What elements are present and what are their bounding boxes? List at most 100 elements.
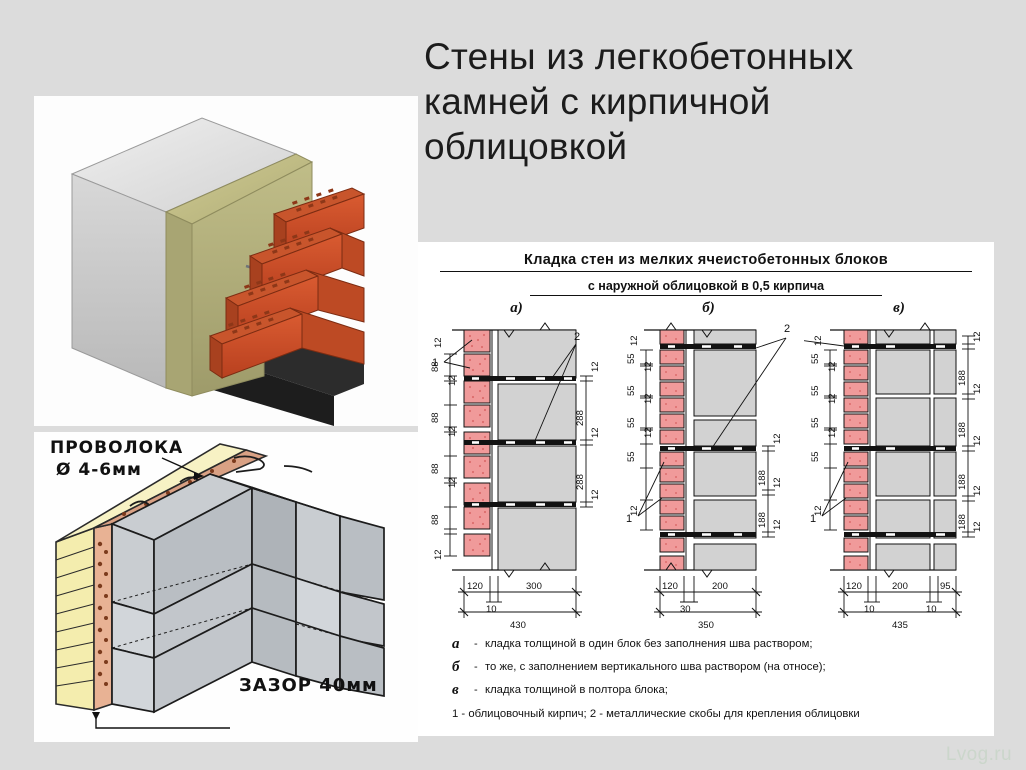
callout-b-tie-label: 2 [784, 323, 790, 335]
wire-label-line-1: ПРОВОЛОКА [50, 438, 184, 458]
figure-a-block-column [491, 329, 577, 571]
dim-c-left-2: 55 [810, 353, 821, 364]
page-title-line-2: камней с кирпичной [424, 81, 771, 123]
brick-perforations [228, 188, 338, 334]
dim-b-left-2: 55 [626, 353, 637, 364]
figure-a-caption: а) [510, 300, 523, 316]
dim-a-right-4: 288 [575, 474, 586, 490]
legend-row: а - кладка толщиной в один блок без запо… [452, 636, 982, 653]
dim-a-bottom-1: 120 [467, 581, 483, 592]
figure-a-bottom-dimensions [458, 576, 582, 618]
dim-c-right-7: 12 [972, 485, 983, 496]
dim-c-right-8: 188 [957, 514, 968, 530]
dim-b-left-8: 55 [626, 451, 637, 462]
figure-c-right-dimensions [962, 335, 975, 538]
dim-c-bottom-5: 95 [940, 581, 951, 592]
dim-b-bottom-3: 200 [712, 581, 728, 592]
dim-c-left-4: 55 [810, 385, 821, 396]
legend-row: в - кладка толщиной в полтора блока; [452, 681, 982, 699]
dim-c-right-1: 12 [972, 331, 983, 342]
callout-a-tie-label: 2 [574, 331, 580, 343]
figure-a-brick-column [463, 329, 491, 557]
figure-a-break-symbols [503, 322, 551, 578]
drawing-legend: а - кладка толщиной в один блок без запо… [452, 636, 982, 723]
dim-b-right-1: 12 [772, 433, 783, 444]
dim-b-left-7: 12 [643, 427, 654, 438]
dim-b-bottom-2: 30 [680, 604, 691, 615]
legend-key-c: в [452, 681, 459, 698]
figure-c-block-columns [869, 329, 957, 571]
figure-a-callout-brick [443, 339, 473, 369]
dim-a-left-2: 88 [430, 361, 441, 372]
legend-key-b: б [452, 658, 460, 675]
callout-c-brick-label: 1 [810, 513, 816, 525]
page-title-line-1: Стены из легкобетонных [424, 36, 854, 77]
dim-b-bottom-1: 120 [662, 581, 678, 592]
figure-a-right-dimensions [580, 375, 593, 508]
figure-b: б) [616, 300, 801, 635]
dim-a-left-6: 88 [430, 463, 441, 474]
legend-note: 1 - облицовочный кирпич; 2 - металлическ… [452, 708, 860, 721]
dim-a-left-3: 12 [447, 375, 458, 386]
brick-facing-layer [208, 187, 366, 379]
wall-section-3d-illustration [34, 96, 418, 426]
figure-c: в) [804, 300, 994, 635]
dim-b-right-4: 188 [757, 512, 768, 528]
figure-a-callout-tie [533, 343, 577, 444]
page-title: Стены из легкобетонных камней с кирпично… [424, 34, 1004, 169]
legend-row: б - то же, с заполнением вертикального ш… [452, 658, 982, 676]
dim-b-left-4: 55 [626, 385, 637, 396]
figure-c-tie-leader [804, 340, 845, 347]
legend-key-a: а [452, 636, 460, 652]
masonry-detail-drawing-panel: Кладка стен из мелких ячеистобетонных бл… [418, 242, 994, 736]
iso-leader-lines [95, 457, 230, 729]
wall-section-photo [34, 96, 418, 426]
dim-c-bottom-3: 200 [892, 581, 908, 592]
dim-a-left-7: 12 [447, 477, 458, 488]
dim-c-left-5: 12 [827, 393, 838, 404]
dim-b-left-5: 12 [643, 393, 654, 404]
figure-a-tie-joints [464, 376, 576, 507]
dim-b-right-5: 12 [772, 519, 783, 530]
dim-c-right-4: 188 [957, 422, 968, 438]
dim-b-left-1: 12 [629, 335, 640, 346]
dim-c-right-3: 12 [972, 383, 983, 394]
drawing-title: Кладка стен из мелких ячеистобетонных бл… [440, 252, 972, 272]
dim-a-bottom-3: 300 [526, 581, 542, 592]
figure-c-break-symbols [883, 322, 931, 578]
legend-text-a: кладка толщиной в один блок без заполнен… [485, 638, 813, 650]
drawing-subtitle: с наружной облицовкой в 0,5 кирпича [530, 279, 882, 296]
figure-b-tie-joints [660, 344, 756, 537]
figure-b-right-dimensions [762, 445, 775, 538]
figure-b-callout-brick [637, 461, 665, 517]
figure-b-block-column [685, 329, 757, 571]
dim-c-total: 435 [892, 620, 908, 631]
legend-dash-c: - [474, 683, 478, 696]
wall-assembly-isometric-drawing [34, 432, 418, 742]
dim-b-right-2: 188 [757, 470, 768, 486]
callout-a-brick-label: 1 [432, 357, 438, 369]
figure-b-callout-tie [711, 337, 787, 449]
dim-c-bottom-1: 120 [846, 581, 862, 592]
dim-b-left-3: 12 [643, 361, 654, 372]
dim-b-left-9: 12 [629, 505, 640, 516]
legend-dash-b: - [474, 660, 478, 673]
leader-arrow-gap [92, 712, 100, 720]
figure-c-callout-brick [821, 461, 849, 517]
figure-c-tie-joints [844, 344, 956, 537]
dim-a-left-8: 88 [430, 514, 441, 525]
legend-text-b: то же, с заполнением вертикального шва р… [485, 660, 826, 673]
figure-b-drawing: 12 55 12 55 12 55 12 55 12 [626, 322, 790, 631]
figure-c-left-dimensions [824, 349, 837, 531]
dim-a-right-2: 288 [575, 410, 586, 426]
figure-c-brick-column [843, 329, 869, 571]
dim-c-left-9: 12 [813, 505, 824, 516]
wall-assembly-isometric-panel: ПРОВОЛОКА Ø 4-6мм ЗАЗОР 40мм [34, 432, 418, 742]
dim-c-right-2: 188 [957, 370, 968, 386]
figure-b-break-symbols [665, 322, 713, 578]
figure-c-bottom-dimensions [838, 576, 962, 618]
leader-arrow-wire [194, 472, 204, 480]
dim-c-left-6: 55 [810, 417, 821, 428]
dim-a-left-1: 12 [433, 337, 444, 348]
